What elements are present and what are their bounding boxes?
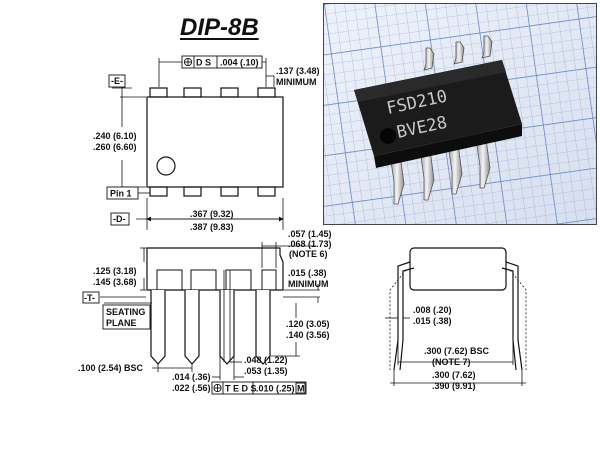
span-2: .390 (9.91) (432, 381, 476, 391)
span-1: .300 (7.62) (432, 370, 476, 380)
chip-photo-pins (389, 35, 493, 205)
lead-length-2: .140 (3.56) (286, 330, 330, 340)
lead-width-1: .014 (.36) (172, 372, 211, 382)
datum-e: -E- (111, 76, 123, 86)
top-tol-datum: D S (196, 58, 211, 68)
side-view-dims (100, 242, 320, 380)
body-height-1: .125 (3.18) (93, 266, 137, 276)
datum-d: -D- (113, 214, 126, 224)
top-tolerance-frame (181, 55, 263, 69)
end-view-dashed (389, 269, 527, 370)
pin1-dimple-photo (380, 128, 396, 144)
end-view-dims (385, 317, 526, 386)
row-spacing-1: .300 (7.62) BSC (424, 346, 490, 356)
pin1-indicator (156, 156, 176, 176)
pitch: .100 (2.54) BSC (78, 363, 144, 373)
lead-length-1: .120 (3.05) (286, 319, 330, 329)
seating-plane-box (102, 304, 151, 330)
lead-min-2: MINIMUM (276, 77, 317, 87)
shoulder-1: .057 (1.45) (288, 229, 332, 239)
top-view (112, 58, 284, 230)
width-2: .260 (6.60) (93, 142, 137, 152)
standoff-1: .015 (.38) (288, 268, 327, 278)
pin1-label-box (106, 186, 139, 200)
chip-photo: FSD210 BVE28 (323, 3, 597, 225)
row-spacing-2: (NOTE 7) (432, 357, 471, 367)
thickness-1: .008 (.20) (413, 305, 452, 315)
seating-2: PLANE (106, 318, 137, 328)
shoulder-2: .068 (1.73) (288, 239, 332, 249)
upper-width-2: .053 (1.35) (244, 366, 288, 376)
length-2: .387 (9.83) (190, 222, 234, 232)
side-tol-value: .010 (.25) (256, 384, 295, 394)
side-tol-modifier: M (297, 384, 305, 394)
body-height-2: .145 (3.68) (93, 277, 137, 287)
seating-1: SEATING (106, 307, 145, 317)
top-view-body (146, 96, 284, 188)
shoulder-note: (NOTE 6) (289, 249, 328, 259)
diagram-title: DIP-8B (180, 14, 259, 41)
end-view-body (409, 247, 507, 291)
datum-e-box (108, 74, 126, 88)
standoff-2: MINIMUM (288, 279, 329, 289)
pin1-label: Pin 1 (110, 189, 132, 199)
top-tol-value: .004 (.10) (220, 58, 259, 68)
side-tolerance-frame (211, 381, 307, 395)
side-view (146, 247, 284, 365)
upper-width-1: .048 (1.22) (244, 355, 288, 365)
lead-min-1: .137 (3.48) (276, 66, 320, 76)
datum-t-box (82, 291, 100, 304)
thickness-2: .015 (.38) (413, 316, 452, 326)
datum-t: -T- (84, 293, 95, 303)
lead-width-2: .022 (.56) (172, 383, 211, 393)
end-view (393, 247, 523, 371)
side-tol-datums: T E D S (225, 384, 257, 394)
chip-photo-graphic: FSD210 BVE28 (324, 4, 596, 224)
datum-d-box (110, 212, 130, 226)
side-view-body (146, 247, 284, 291)
width-1: .240 (6.10) (93, 131, 137, 141)
length-1: .367 (9.32) (190, 209, 234, 219)
